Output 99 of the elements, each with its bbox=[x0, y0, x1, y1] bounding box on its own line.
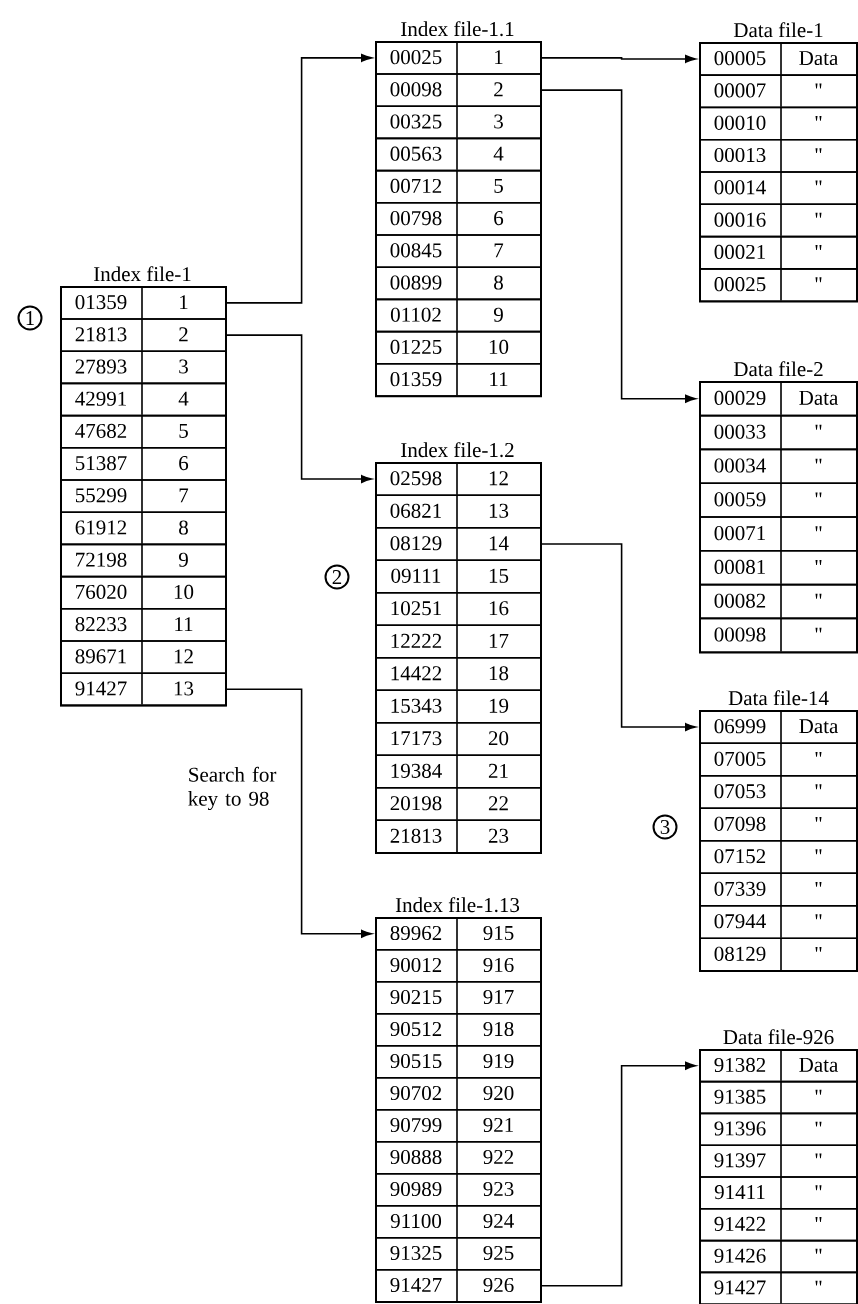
arrow bbox=[540, 89, 696, 403]
table-row: 17173 20 bbox=[375, 721, 542, 757]
table-row: 15343 19 bbox=[375, 688, 542, 724]
table-row: 01359 1 bbox=[60, 285, 227, 320]
table-row: 00082 " bbox=[699, 583, 858, 620]
table-row: 42991 4 bbox=[60, 381, 227, 417]
table-row: 06821 13 bbox=[375, 493, 542, 529]
table-row: 76020 10 bbox=[60, 575, 227, 610]
table-row: 91325 925 bbox=[375, 1236, 542, 1271]
table-row: 00899 8 bbox=[375, 265, 542, 301]
table-row: 90702 920 bbox=[375, 1076, 542, 1111]
table-row: 01102 9 bbox=[375, 297, 542, 333]
arrow bbox=[540, 1061, 696, 1287]
table-row: 00059 " bbox=[699, 481, 858, 518]
table-row: 27893 3 bbox=[60, 349, 227, 385]
table-row: 91426 " bbox=[699, 1239, 858, 1274]
table-row: 90799 921 bbox=[375, 1108, 542, 1143]
circled-number: 3 bbox=[652, 814, 678, 840]
table-row: 00005 Data bbox=[699, 41, 858, 76]
node-label: Data file-14 bbox=[728, 690, 829, 706]
table-row: 00071 " bbox=[699, 515, 858, 552]
arrow bbox=[540, 543, 696, 732]
arrow bbox=[225, 334, 372, 484]
table-row: 91397 " bbox=[699, 1143, 858, 1178]
table-row: 91427 " bbox=[699, 1270, 858, 1304]
table-row: 91385 " bbox=[699, 1080, 858, 1115]
table-row: 47682 5 bbox=[60, 414, 227, 449]
arrow bbox=[540, 54, 696, 63]
table-row: 72198 9 bbox=[60, 542, 227, 578]
table-row: 08129 14 bbox=[375, 526, 542, 562]
table-row: 00010 " bbox=[699, 105, 858, 141]
table-row: 00712 5 bbox=[375, 169, 542, 204]
circled-number: 1 bbox=[17, 305, 43, 331]
table-row: 00025 " bbox=[699, 267, 858, 302]
node-label: Data file-926 bbox=[723, 1029, 834, 1045]
table-row: 01225 10 bbox=[375, 330, 542, 365]
node-label: Data file-2 bbox=[733, 361, 823, 377]
table-row: 90012 916 bbox=[375, 948, 542, 983]
table-row: 91427 926 bbox=[375, 1268, 542, 1303]
table-row: 00098 " bbox=[699, 616, 858, 653]
table-row: 82233 11 bbox=[60, 607, 227, 642]
table-row: 00325 3 bbox=[375, 104, 542, 140]
table-row: 00033 " bbox=[699, 414, 858, 451]
table-row: 91427 13 bbox=[60, 671, 227, 707]
table-row: 91382 Data bbox=[699, 1048, 858, 1083]
table-row: 61912 8 bbox=[60, 510, 227, 546]
table-row: 01359 11 bbox=[375, 362, 542, 397]
table-row: 07005 " bbox=[699, 741, 858, 777]
table-row: 19384 21 bbox=[375, 753, 542, 789]
table-row: 10251 16 bbox=[375, 591, 542, 627]
table-row: 21813 23 bbox=[375, 818, 542, 854]
table-row: 02598 12 bbox=[375, 461, 542, 497]
table-row: 08129 " bbox=[699, 936, 858, 972]
table-row: 00025 1 bbox=[375, 40, 542, 75]
table-row: 91100 924 bbox=[375, 1204, 542, 1239]
node-label: Data file-1 bbox=[733, 22, 823, 38]
table-row: 00798 6 bbox=[375, 201, 542, 236]
table-row: 00016 " bbox=[699, 202, 858, 238]
node-label: Index file-1 bbox=[93, 266, 191, 282]
table-row: 00098 2 bbox=[375, 72, 542, 107]
table-row: 89671 12 bbox=[60, 639, 227, 674]
table-row: 12222 17 bbox=[375, 623, 542, 659]
table-row: 91422 " bbox=[699, 1207, 858, 1242]
node-label: Index file-1.1 bbox=[401, 21, 514, 37]
table-row: 07098 " bbox=[699, 806, 858, 842]
table-row: 51387 6 bbox=[60, 446, 227, 481]
table-row: 90888 922 bbox=[375, 1140, 542, 1175]
table-row: 00014 " bbox=[699, 170, 858, 206]
table-row: 14422 18 bbox=[375, 656, 542, 692]
table-row: 00845 7 bbox=[375, 233, 542, 268]
table-row: 07944 " bbox=[699, 904, 858, 940]
table-row: 00021 " bbox=[699, 235, 858, 270]
table-row: 00007 " bbox=[699, 73, 858, 109]
table-row: 07339 " bbox=[699, 871, 858, 907]
table-row: 91396 " bbox=[699, 1111, 858, 1146]
circled-number: 2 bbox=[324, 564, 350, 590]
node-label: Index file-1.2 bbox=[401, 442, 514, 458]
table-row: 07152 " bbox=[699, 839, 858, 875]
table-row: 00029 Data bbox=[699, 380, 858, 417]
table-row: 90215 917 bbox=[375, 980, 542, 1015]
table-row: 00081 " bbox=[699, 549, 858, 586]
arrow bbox=[225, 53, 372, 304]
table-row: 90512 918 bbox=[375, 1012, 542, 1047]
table-row: 00034 " bbox=[699, 447, 858, 484]
table-row: 89962 915 bbox=[375, 916, 542, 951]
table-row: 90989 923 bbox=[375, 1172, 542, 1207]
table-row: 06999 Data bbox=[699, 709, 858, 745]
note-text: Search for key to 98 bbox=[188, 766, 277, 811]
table-row: 00013 " bbox=[699, 138, 858, 173]
table-row: 91411 " bbox=[699, 1175, 858, 1210]
table-row: 07053 " bbox=[699, 774, 858, 810]
table-row: 09111 15 bbox=[375, 558, 542, 594]
arrow bbox=[225, 688, 372, 938]
node-label: Index file-1.13 bbox=[395, 897, 520, 913]
table-row: 20198 22 bbox=[375, 786, 542, 822]
table-row: 00563 4 bbox=[375, 136, 542, 172]
table-row: 90515 919 bbox=[375, 1044, 542, 1079]
table-row: 55299 7 bbox=[60, 478, 227, 513]
table-row: 21813 2 bbox=[60, 317, 227, 352]
